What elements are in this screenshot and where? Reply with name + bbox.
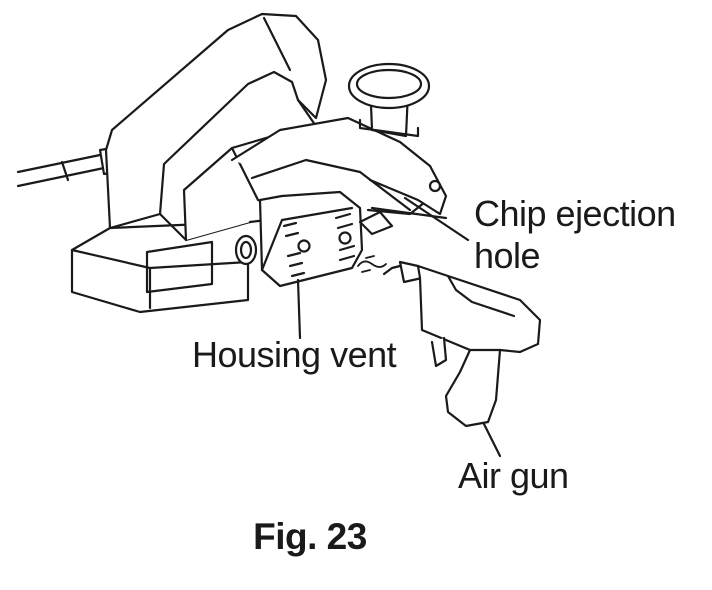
label-housing-vent: Housing vent [192,334,397,375]
planer-body [70,12,448,314]
label-chip-ejection-hole: Chip ejection hole [474,193,676,277]
label-chip-ejection-line1: Chip ejection [474,193,676,234]
air-gun-icon [382,260,542,428]
leader-chip-ejection [403,196,470,242]
air-spray-icon [357,255,387,273]
leader-housing-vent [296,278,302,340]
label-chip-ejection-line2: hole [474,235,541,276]
figure-caption: Fig. 23 [253,516,367,557]
label-air-gun: Air gun [458,455,569,496]
